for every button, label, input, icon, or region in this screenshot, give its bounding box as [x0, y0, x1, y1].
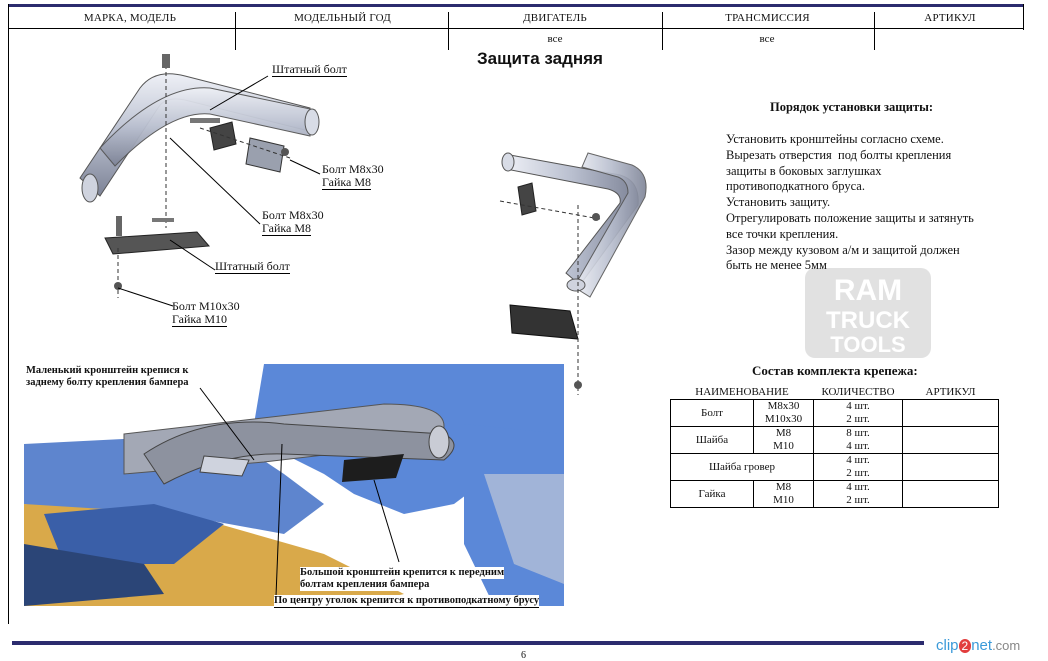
label-stock-bolt-top: Штатный болт: [272, 62, 347, 77]
kit-item-name: Болт: [670, 399, 754, 427]
table-row: Гайка М8 4 шт.: [670, 480, 999, 508]
kit-header-article: АРТИКУЛ: [902, 385, 999, 400]
kit-item-size: М8: [753, 426, 814, 440]
label-bolt-m8-mid-2: Гайка М8: [262, 221, 312, 236]
logo-part-a: clip: [936, 637, 959, 654]
logo-part-d: .com: [992, 638, 1021, 653]
watermark-line-2: TRUCK: [826, 307, 911, 334]
kit-header-count: КОЛИЧЕСТВО: [813, 385, 903, 400]
kit-item-name: Гайка: [670, 480, 754, 508]
instructions-title: Порядок установки защиты:: [770, 100, 934, 114]
kit-item-size: М10: [753, 494, 814, 508]
scan-illustration: [24, 364, 564, 606]
engine-value: все: [547, 33, 563, 45]
label-bolt-m10-2: Гайка М10: [172, 312, 228, 327]
instruction-line: Отрегулировать положение защиты и затяну…: [726, 210, 974, 225]
table-row: М10 2 шт.: [671, 494, 999, 508]
instruction-line: противоподкатного бруса.: [726, 179, 865, 194]
instruction-line: Зазор между кузовом а/м и защитой должен: [726, 242, 960, 257]
scan-photo: [24, 364, 564, 606]
kit-item-count: 2 шт.: [813, 413, 903, 427]
kit-item-article: [902, 453, 999, 481]
table-row: М10 4 шт.: [671, 440, 999, 454]
instruction-line: все точки крепления.: [726, 226, 839, 241]
header-make-model: МАРКА, МОДЕЛЬ: [83, 12, 177, 24]
header-sep-1: [235, 12, 236, 50]
page-title: Защита задняя: [477, 49, 603, 68]
table-row: М10х30 2 шт.: [671, 413, 999, 427]
exploded-diagram-left: [79, 54, 321, 307]
right-border: [1023, 4, 1024, 30]
watermark-line-1: RAM: [834, 274, 902, 307]
photo-label-big-bracket-1: Большой кронштейн крепится к передним: [300, 567, 505, 579]
instructions-text: Установить кронштейны согласно схеме. Вы…: [726, 132, 1016, 274]
label-bolt-m8-mid-1: Болт М8х30: [262, 208, 324, 222]
kit-item-size: М8х30: [753, 399, 814, 413]
exploded-diagram-right: [499, 152, 647, 395]
label-bolt-m8-right-1: Болт М8х30: [322, 162, 384, 176]
kit-header-name: НАИМЕНОВАНИЕ: [670, 385, 814, 400]
instruction-line: Установить защиту.: [726, 195, 831, 210]
kit-item-count: 4 шт.: [813, 440, 903, 454]
top-rule: [8, 4, 1024, 7]
header-article: АРТИКУЛ: [924, 12, 976, 24]
logo-part-c: net: [971, 637, 993, 654]
kit-item-name: Шайба гровер: [670, 453, 814, 481]
label-bolt-m10-1: Болт М10х30: [172, 299, 240, 313]
ram-truck-tools-watermark: RAM TRUCK TOOLS: [805, 268, 931, 358]
photo-label-big-bracket-2: болтам крепления бампера: [300, 579, 430, 591]
header-engine: ДВИГАТЕЛЬ: [523, 12, 587, 24]
header-sep-3: [662, 12, 663, 50]
page-number: 6: [521, 650, 526, 661]
watermark-line-3: TOOLS: [830, 332, 905, 357]
photo-label-center-corner: По центру уголок крепится к противоподка…: [274, 595, 540, 608]
transmission-value: все: [759, 33, 775, 45]
kit-title: Состав комплекта крепежа:: [752, 363, 918, 378]
kit-item-article: [902, 426, 999, 454]
kit-item-count: 8 шт.: [813, 426, 903, 440]
header-model-year: МОДЕЛЬНЫЙ ГОД: [294, 12, 391, 24]
kit-item-count: 4 шт.: [813, 399, 903, 413]
kit-item-count: 4 шт.: [813, 480, 903, 494]
kit-item-count: 2 шт.: [813, 494, 903, 508]
logo-part-b: 2: [958, 639, 972, 653]
kit-item-size: М10: [753, 440, 814, 454]
kit-header-row: НАИМЕНОВАНИЕ КОЛИЧЕСТВО АРТИКУЛ: [670, 385, 999, 400]
left-border: [8, 4, 9, 624]
instruction-line: Установить кронштейны согласно схеме.: [726, 132, 944, 146]
label-bolt-m8-right-2: Гайка М8: [322, 175, 372, 190]
table-row: Шайба гровер 4 шт.: [670, 453, 999, 481]
kit-table: НАИМЕНОВАНИЕ КОЛИЧЕСТВО АРТИКУЛ Болт М8х…: [670, 385, 999, 508]
kit-item-name: Шайба: [670, 426, 754, 454]
header-divider: [8, 28, 1024, 29]
instruction-line: быть не менее 5мм: [726, 258, 827, 273]
kit-item-article: [902, 480, 999, 508]
header-sep-2: [448, 12, 449, 50]
kit-item-size: М10х30: [753, 413, 814, 427]
photo-label-small-bracket-2: заднему болту крепления бампера: [26, 377, 189, 388]
header-sep-4: [874, 12, 875, 50]
kit-item-count: 2 шт.: [813, 467, 903, 481]
photo-label-small-bracket-1: Маленький кронштейн крепися к: [26, 365, 189, 376]
label-stock-bolt-mid: Штатный болт: [215, 259, 290, 274]
table-row: Шайба М8 8 шт.: [670, 426, 999, 454]
kit-item-count: 4 шт.: [813, 453, 903, 467]
instruction-line: защиты в боковых заглушках: [726, 163, 882, 178]
instruction-line: Вырезать отверстия под болты крепления: [726, 147, 952, 162]
table-row: 2 шт.: [671, 467, 999, 481]
kit-item-article: [902, 399, 999, 427]
table-row: Болт М8х30 4 шт.: [670, 399, 999, 427]
header-transmission: ТРАНСМИССИЯ: [725, 12, 810, 24]
bottom-rule: [12, 641, 924, 645]
kit-item-size: М8: [753, 480, 814, 494]
